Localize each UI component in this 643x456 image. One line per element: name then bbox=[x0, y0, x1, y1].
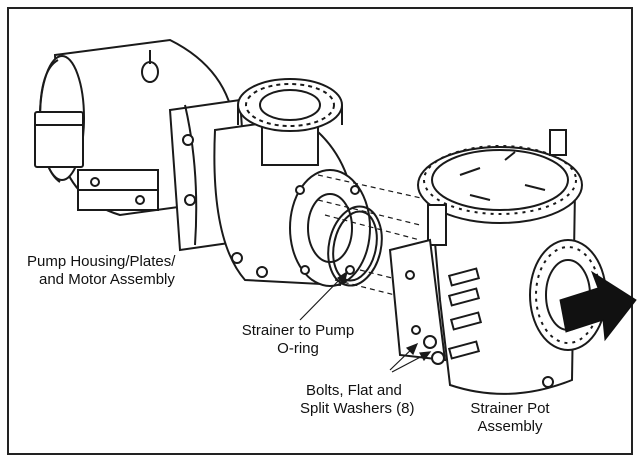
bolts-label: Bolts, Flat and Split Washers (8) bbox=[300, 382, 414, 418]
housing-label-line2: and Motor Assembly bbox=[39, 271, 175, 288]
strainer-pot-label-line2: Assembly bbox=[477, 418, 543, 435]
o-ring-label: Strainer to Pump O-ring bbox=[223, 322, 373, 358]
o-ring-label-line1: Strainer to Pump bbox=[241, 322, 355, 339]
o-ring-label-line2: O-ring bbox=[277, 340, 319, 357]
housing-label: Pump Housing/Plates/ and Motor Assembly bbox=[27, 253, 175, 289]
alignment-lines bbox=[317, 174, 431, 301]
flow-arrow bbox=[559, 270, 637, 342]
strainer-pot-label: Strainer Pot Assembly bbox=[455, 400, 565, 436]
leader-lines bbox=[299, 270, 432, 373]
bolts-label-line2: Split Washers (8) bbox=[300, 400, 415, 417]
housing-label-line1: Pump Housing/Plates/ bbox=[27, 253, 176, 270]
strainer-pot-label-line1: Strainer Pot bbox=[470, 400, 550, 417]
strainer-o-ring bbox=[327, 205, 383, 287]
pump-housing bbox=[213, 78, 371, 287]
bolts bbox=[423, 267, 483, 365]
bolts-label-line1: Bolts, Flat and bbox=[306, 382, 402, 399]
